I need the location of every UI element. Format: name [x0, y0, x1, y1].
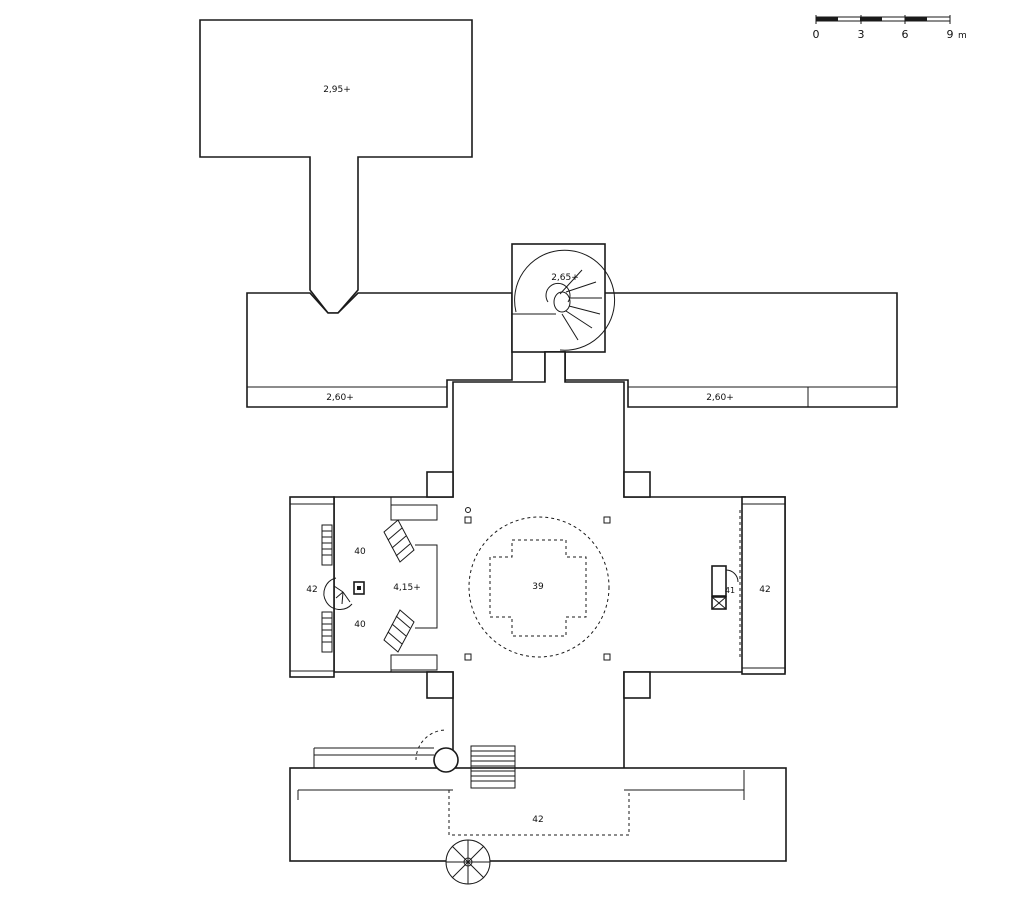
scale-tick-3: 3	[858, 28, 865, 41]
room-label-left-middle: 4,15+	[393, 583, 421, 593]
room-label-left-wing: 2,60+	[326, 393, 354, 403]
top-block: 2,95+	[199, 19, 473, 314]
scale-tick-9: 9	[947, 28, 954, 41]
bottom-wing: 42	[289, 729, 787, 885]
horizontal-wings: 2,60+ 2,60+	[246, 292, 898, 408]
room-label-top-block: 2,95+	[323, 85, 351, 95]
room-label-right-small: 41	[725, 586, 735, 595]
room-label-left-end: 42	[306, 585, 317, 595]
scale-unit: m	[958, 31, 967, 41]
room-label-stair-tower: 2,65+	[551, 273, 579, 283]
scale-tick-6: 6	[902, 28, 909, 41]
room-label-left-lower: 40	[354, 620, 366, 630]
room-label-central-hall: 39	[532, 582, 544, 592]
scale-bar: 0 3 6 9 m	[813, 15, 967, 41]
room-label-right-end: 42	[759, 585, 770, 595]
room-label-bottom: 42	[532, 815, 543, 825]
right-rooms: 42 41	[711, 496, 786, 675]
scale-tick-0: 0	[813, 28, 820, 41]
room-label-right-wing: 2,60+	[706, 393, 734, 403]
left-rooms: 42	[289, 496, 438, 678]
room-label-left-upper: 40	[354, 547, 366, 557]
